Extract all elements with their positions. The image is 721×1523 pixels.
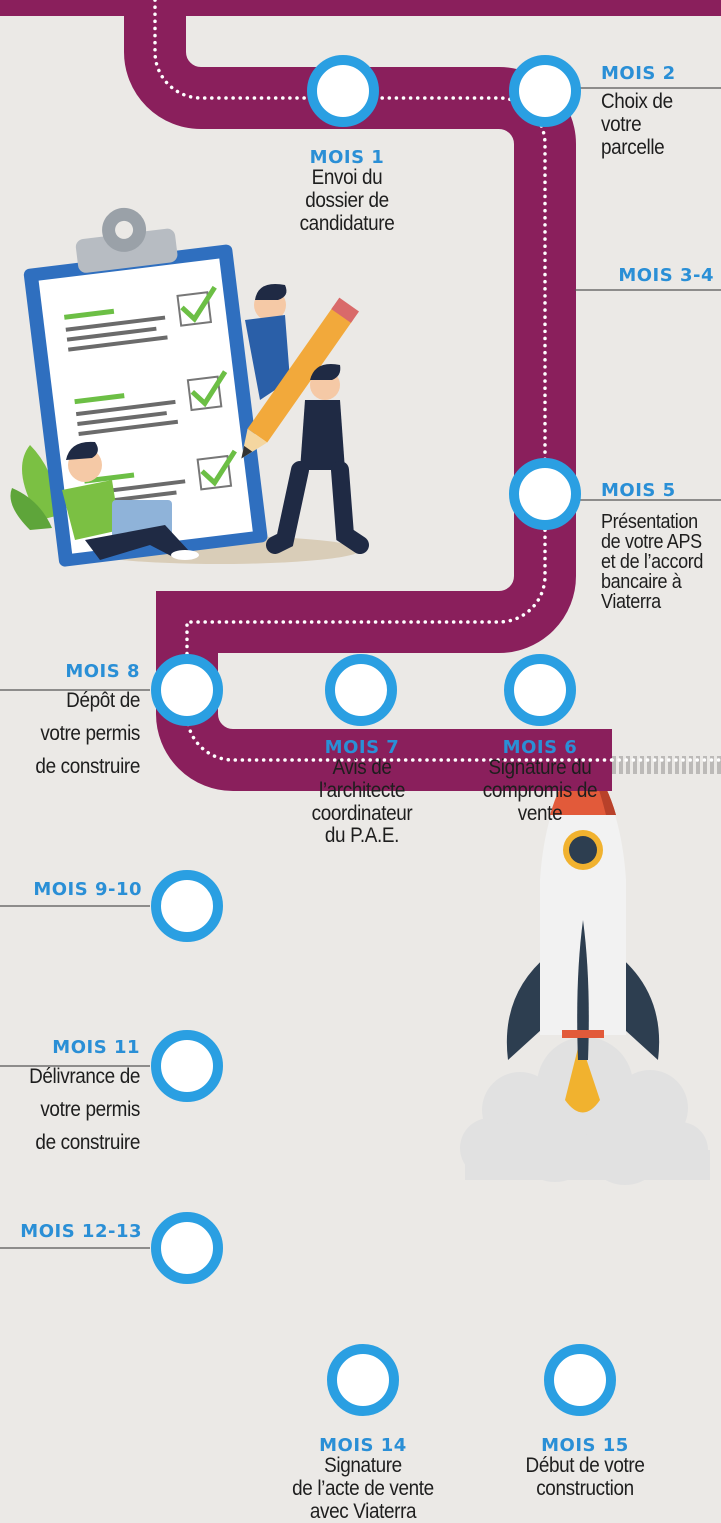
node-mois-11: [151, 1030, 223, 1102]
milestone-month: MOIS 1: [309, 147, 385, 168]
milestone-text: Début de votre construction: [525, 1454, 645, 1501]
timeline-graphic: [0, 0, 721, 1416]
milestone-mois-8: MOIS 8 Dépôt de votre permis de construi…: [0, 662, 140, 783]
node-mois-8: [151, 654, 223, 726]
milestone-month: MOIS 11: [52, 1037, 140, 1058]
milestone-mois-11: MOIS 11 Délivrance de votre permis de co…: [0, 1038, 140, 1159]
node-mois-15: [544, 1344, 616, 1416]
node-mois-9-10: [151, 870, 223, 942]
milestone-text: Signature de l’acte de vente avec Viater…: [292, 1454, 434, 1523]
milestone-mois-6: MOIS 6 Signature du compromis de vente: [470, 738, 610, 825]
milestone-month: MOIS 5: [601, 480, 676, 501]
milestone-mois-15: MOIS 15 Début de votre construction: [500, 1436, 670, 1501]
milestone-text: Signature du compromis de vente: [482, 756, 598, 825]
milestone-text: Présentation de votre APS et de l’accord…: [601, 511, 704, 614]
milestone-mois-1: MOIS 1 Envoi du dossier de candidature: [272, 148, 422, 235]
top-banner: [0, 0, 721, 16]
node-mois-12-13: [151, 1212, 223, 1284]
milestone-text: Délivrance de votre permis de construire: [29, 1065, 141, 1154]
milestone-month: MOIS 7: [324, 737, 400, 758]
node-mois-14: [327, 1344, 399, 1416]
milestone-month: MOIS 2: [601, 63, 676, 84]
milestone-mois-3-4: MOIS 3-4: [580, 265, 714, 286]
milestone-mois-7: MOIS 7 Avis de l’architecte coordinateur…: [292, 738, 432, 848]
milestone-mois-12-13: MOIS 12-13: [0, 1221, 142, 1242]
milestone-mois-2: MOIS 2 Choix de votre parcelle: [601, 64, 716, 159]
milestone-month: MOIS 6: [502, 737, 578, 758]
node-mois-7: [325, 654, 397, 726]
milestone-month: MOIS 15: [541, 1435, 629, 1456]
milestone-text: Choix de votre parcelle: [601, 90, 673, 159]
milestone-month: MOIS 3-4: [618, 265, 714, 286]
node-mois-2: [509, 55, 581, 127]
node-mois-5: [509, 458, 581, 530]
milestone-text: Envoi du dossier de candidature: [299, 166, 395, 235]
clipboard-checklist-illustration: [10, 207, 369, 567]
timeline-route: [124, 0, 612, 791]
milestone-month: MOIS 12-13: [20, 1221, 142, 1242]
milestone-text: Dépôt de votre permis de construire: [35, 689, 141, 778]
milestone-month: MOIS 8: [65, 661, 140, 682]
node-mois-1: [307, 55, 379, 127]
milestone-month: MOIS 9-10: [33, 879, 142, 900]
rocket-launch-illustration: [460, 750, 710, 1185]
milestone-text: Avis de l’architecte coordinateur du P.A…: [311, 756, 413, 848]
milestone-month: MOIS 14: [319, 1435, 407, 1456]
leader-lines: [0, 87, 721, 1249]
milestone-mois-14: MOIS 14 Signature de l’acte de vente ave…: [273, 1436, 453, 1523]
milestone-mois-5: MOIS 5 Présentation de votre APS et de l…: [601, 480, 719, 614]
node-mois-6: [504, 654, 576, 726]
milestone-mois-9-10: MOIS 9-10: [0, 879, 142, 900]
